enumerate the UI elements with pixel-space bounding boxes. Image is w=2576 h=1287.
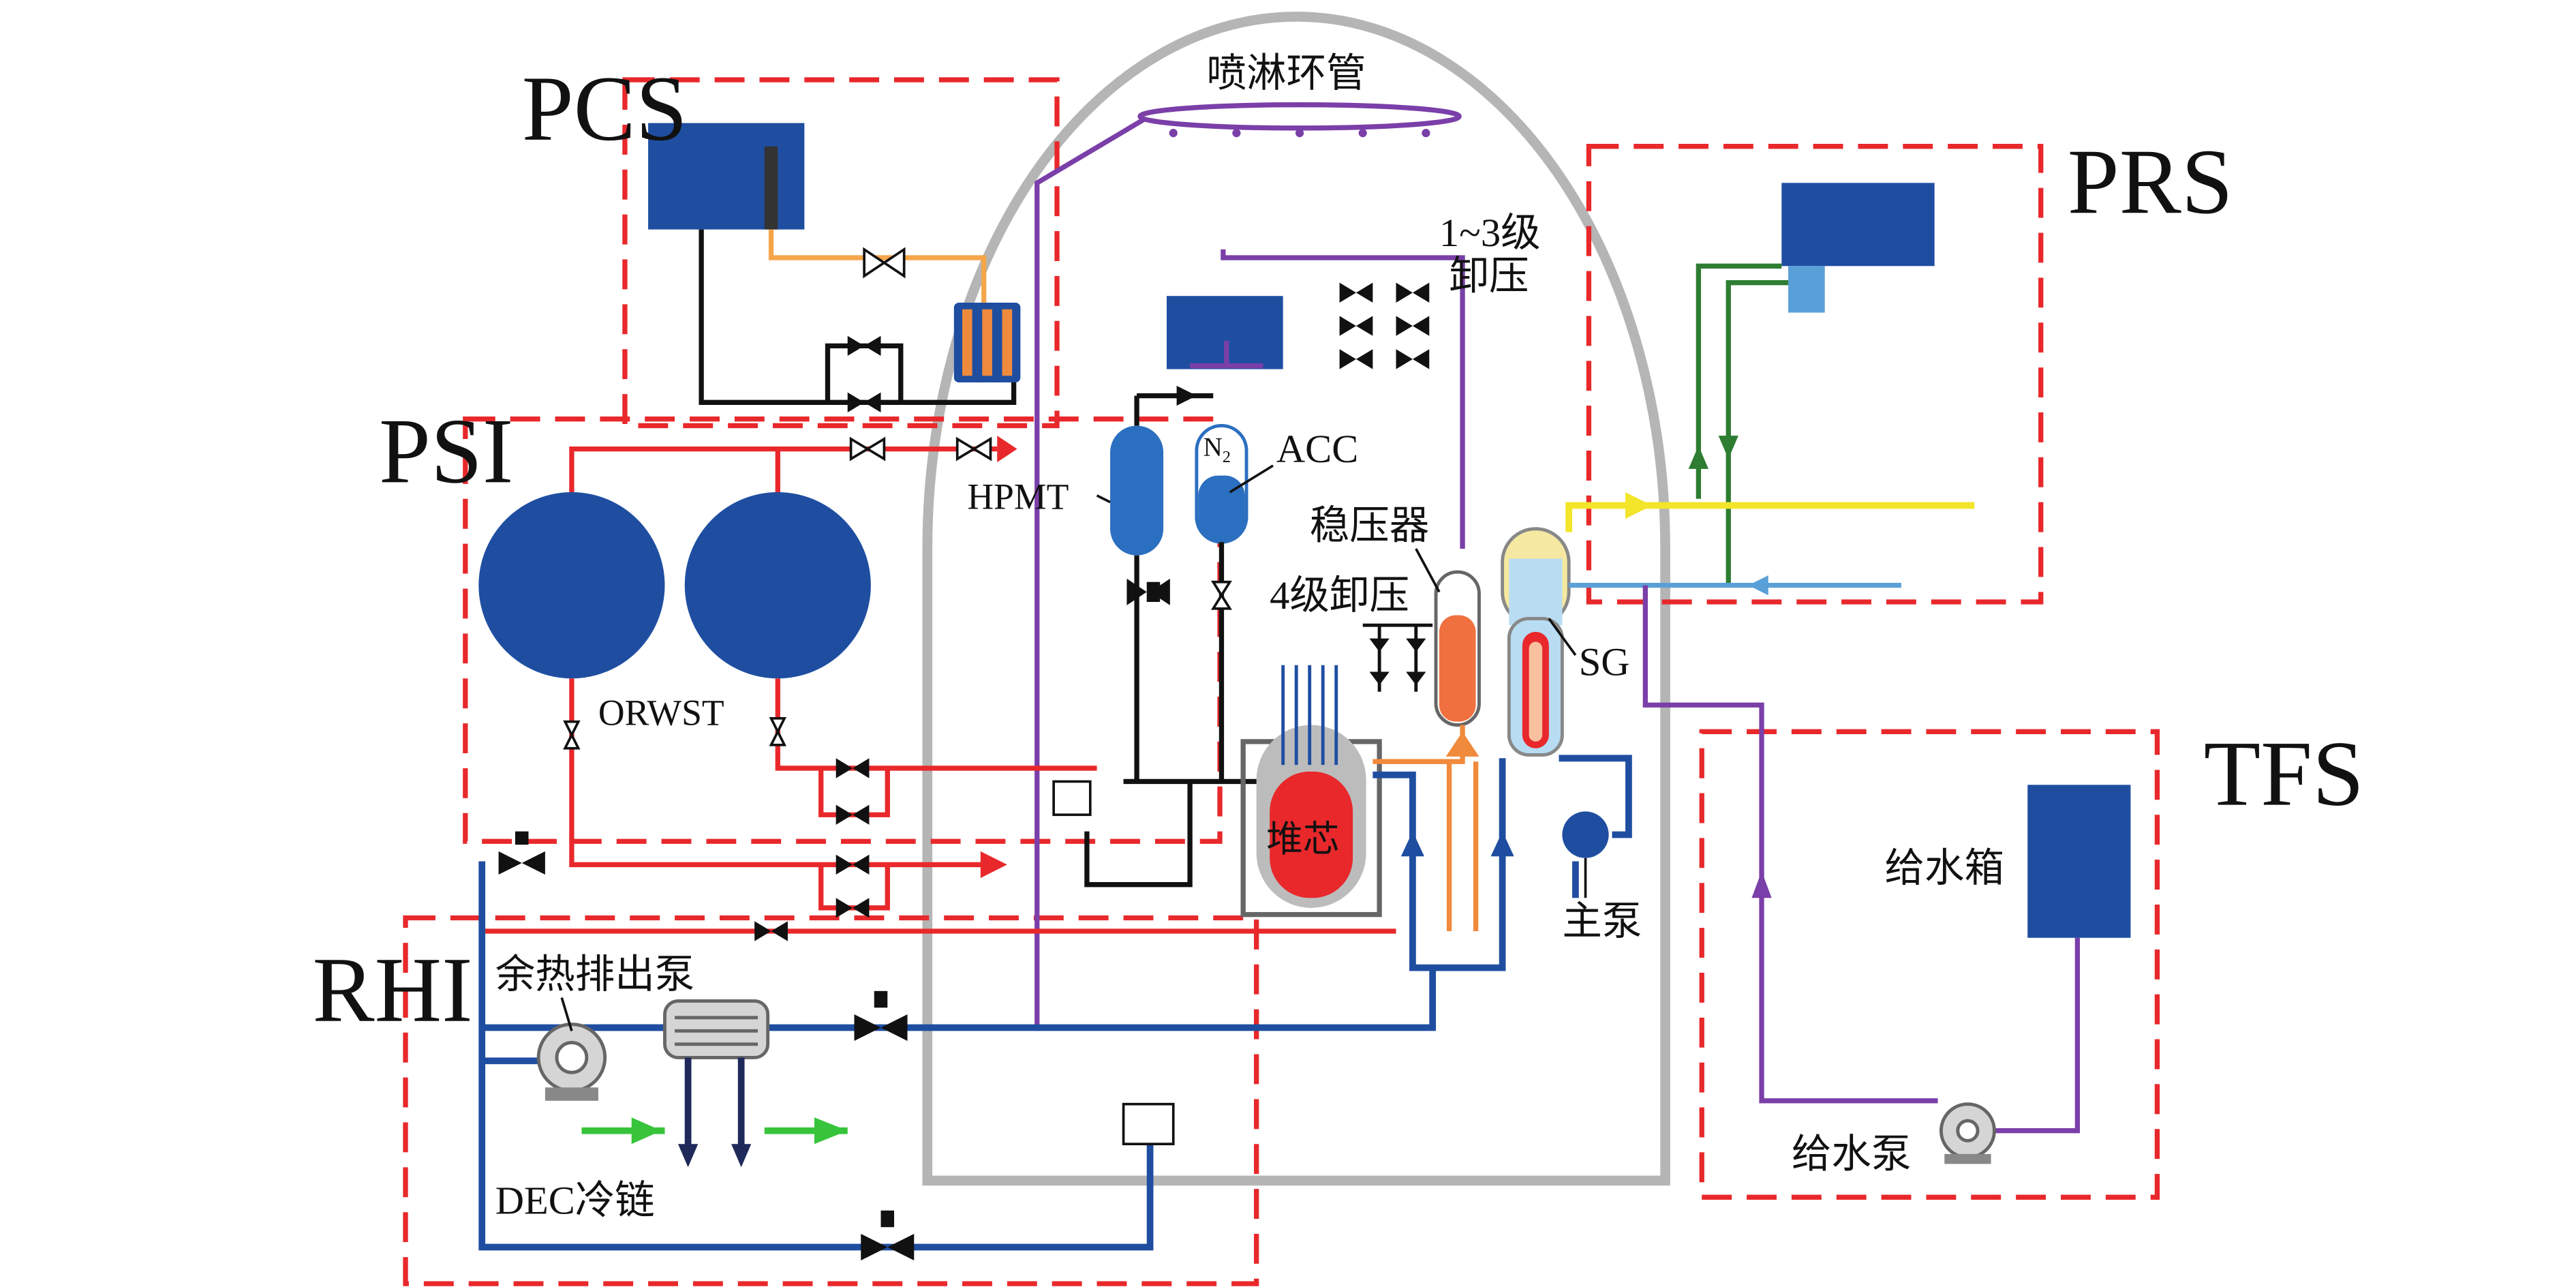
feedwater-pump [1939, 1102, 1996, 1164]
label-depress-1-3-b: 卸压 [1450, 254, 1529, 298]
pcs-water-tank [648, 123, 805, 230]
depressurization-valves-1-3 [1339, 282, 1430, 369]
label-pcs: PCS [522, 57, 688, 160]
label-fw-pump: 给水泵 [1792, 1132, 1912, 1176]
feedwater-tank [2027, 785, 2131, 938]
tfs-boundary [1699, 729, 2160, 1200]
orwst-tank-right [684, 492, 871, 679]
prs-tank [1781, 183, 1935, 267]
label-orwst: ORWST [598, 693, 724, 733]
label-n2: N2 [1203, 432, 1231, 466]
pcs-heat-exchanger [953, 302, 1021, 383]
label-core: 堆芯 [1266, 819, 1339, 860]
hpmt-tank [1110, 425, 1164, 556]
label-sg: SG [1579, 639, 1630, 684]
prs-boundary [1586, 143, 2044, 605]
label-main-pump: 主泵 [1562, 899, 1642, 943]
label-tfs: TFS [2204, 722, 2364, 826]
pcs-heat-exchanger-tube [764, 146, 778, 230]
rhr-pump [536, 1023, 607, 1101]
steam-generator [1501, 527, 1571, 757]
label-rhr-pump: 余热排出泵 [495, 952, 695, 997]
pcs-valve-icon [863, 247, 906, 279]
label-psi: PSI [379, 399, 513, 502]
rhi-boundary [403, 915, 1259, 1286]
filter-screen-rhi [1122, 1102, 1175, 1146]
rhr-heat-exchanger [663, 999, 770, 1059]
containment-vessel [922, 12, 1670, 1186]
label-spray-ring: 喷淋环管 [1207, 51, 1366, 95]
psi-arrow-red [997, 436, 1017, 463]
filter-screen-psi [1052, 780, 1092, 817]
pcs-boundary [622, 77, 1060, 429]
label-acc: ACC [1276, 427, 1358, 471]
psi-injection-arrow [980, 851, 1007, 878]
label-hpmt: HPMT [967, 476, 1069, 517]
label-dec-chain: DEC冷链 [495, 1179, 655, 1223]
orwst-tank-left [478, 492, 665, 679]
label-prs: PRS [2068, 130, 2233, 233]
label-fw-tank: 给水箱 [1884, 846, 2004, 890]
label-depress-1-3-a: 1~3级 [1439, 211, 1541, 255]
label-rhi: RHI [312, 938, 472, 1042]
label-pressurizer: 稳压器 [1310, 503, 1430, 547]
reactor-vessel [1240, 665, 1382, 918]
reactor-core [1270, 771, 1353, 898]
depressurization-valves-4 [1362, 623, 1433, 692]
main-pump [1562, 811, 1609, 858]
label-depress-4: 4级卸压 [1270, 573, 1409, 618]
spray-ring [1034, 102, 1465, 1031]
